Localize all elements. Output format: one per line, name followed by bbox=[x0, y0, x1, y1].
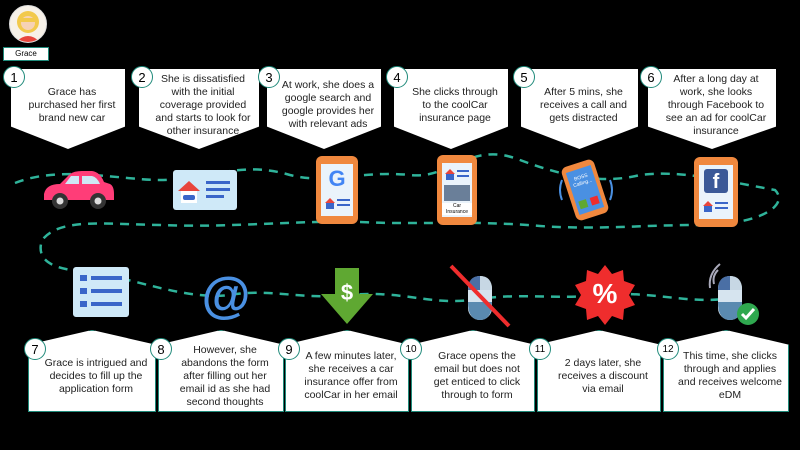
percent-symbol: % bbox=[592, 278, 618, 309]
dollar-offer-icon: $ bbox=[321, 268, 373, 324]
step-card-9: A few minutes later, she receives a car … bbox=[285, 330, 409, 412]
car-insurance-label: Car Insurance bbox=[442, 203, 472, 215]
step-number-9: 9 bbox=[278, 338, 300, 360]
step-number-11: 11 bbox=[529, 338, 551, 360]
car-icon bbox=[44, 171, 114, 209]
insurance-card-icon bbox=[173, 170, 237, 210]
step-number-7: 7 bbox=[24, 338, 46, 360]
persona: Grace bbox=[3, 3, 49, 61]
persona-name: Grace bbox=[3, 47, 49, 61]
avatar bbox=[9, 5, 47, 43]
step-number-4: 4 bbox=[386, 66, 408, 88]
step-number-8: 8 bbox=[150, 338, 172, 360]
step-number-12: 12 bbox=[657, 338, 679, 360]
step-card-10: Grace opens the email but does not get e… bbox=[411, 330, 535, 412]
boss-calling-phone-icon: BOSS Calling... bbox=[556, 158, 616, 222]
dollar-symbol: $ bbox=[340, 280, 354, 305]
step-number-3: 3 bbox=[258, 66, 280, 88]
discount-badge-icon: % bbox=[574, 264, 636, 326]
facebook-logo-icon: f bbox=[704, 169, 728, 193]
step-card-11: 2 days later, she receives a discount vi… bbox=[537, 330, 661, 412]
mouse-click-success-icon bbox=[704, 262, 766, 330]
google-logo-icon: G bbox=[328, 166, 346, 191]
mouse-no-click-icon bbox=[445, 262, 515, 330]
coolcar-page-phone-icon: Car Insurance bbox=[437, 155, 477, 225]
step-number-1: 1 bbox=[3, 66, 25, 88]
step-card-8: However, she abandons the form after fil… bbox=[158, 330, 284, 412]
email-at-icon: @ bbox=[201, 267, 251, 323]
step-card-7: Grace is intrigued and decides to fill u… bbox=[28, 330, 156, 412]
application-form-icon bbox=[73, 267, 129, 317]
step-number-6: 6 bbox=[640, 66, 662, 88]
step-number-2: 2 bbox=[131, 66, 153, 88]
step-number-10: 10 bbox=[400, 338, 422, 360]
facebook-phone-icon: f bbox=[694, 157, 738, 227]
step-number-5: 5 bbox=[513, 66, 535, 88]
woman-avatar-icon bbox=[16, 11, 40, 42]
step-card-12: This time, she clicks through and applie… bbox=[663, 330, 789, 412]
google-phone-icon: G bbox=[316, 156, 358, 224]
